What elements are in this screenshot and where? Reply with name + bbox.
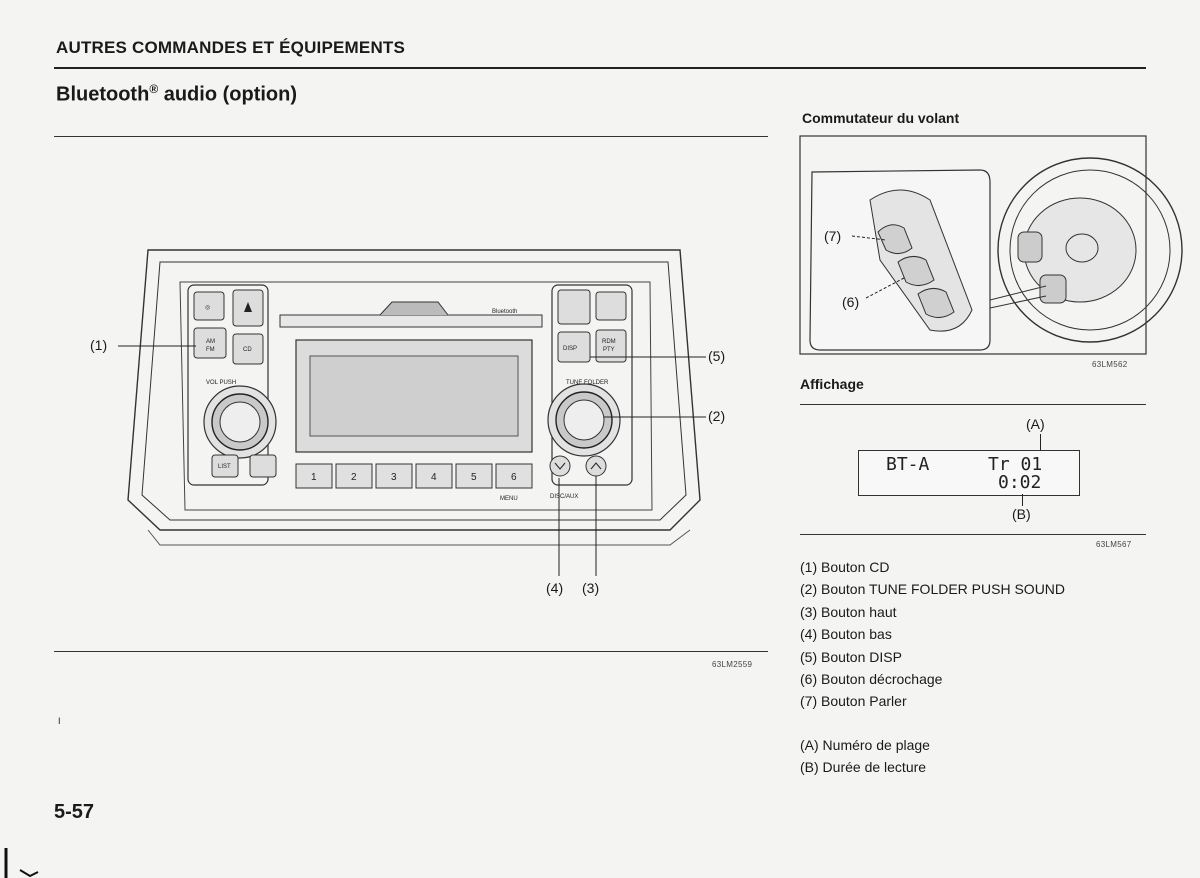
svg-text:2: 2	[351, 472, 357, 483]
svg-text:◎: ◎	[205, 305, 210, 311]
figure-code-main: 63LM2559	[712, 660, 753, 669]
callout-a-leader	[1040, 434, 1041, 452]
radio-unit-illustration: ◎ AM FM CD VOL PUSH LIST Bluetooth 1 2 3 …	[118, 249, 706, 576]
lcd-mode: BT-A	[886, 454, 930, 475]
page-title: Bluetooth® audio (option)	[56, 82, 297, 107]
title-main: Bluetooth	[56, 83, 150, 106]
callout-6: (6)	[842, 294, 860, 310]
legend-item: (3) Bouton haut	[800, 603, 897, 620]
callout-b-leader	[1022, 494, 1023, 506]
title-rest: audio (option)	[158, 83, 298, 106]
callout-7: (7)	[824, 228, 842, 244]
callout-4: (4)	[546, 580, 564, 596]
figure-code-display: 63LM567	[1096, 540, 1132, 549]
svg-text:4: 4	[431, 472, 437, 483]
figure-bottom-rule	[54, 651, 768, 652]
lcd-track: Tr 01	[988, 454, 1043, 475]
callout-5: (5)	[708, 348, 726, 364]
legend-item: (1) Bouton CD	[800, 559, 890, 575]
legend-list: (1) Bouton CD (2) Bouton TUNE FOLDER PUS…	[800, 556, 1065, 713]
callout-b: (B)	[1012, 506, 1031, 522]
header-rule	[54, 67, 1146, 69]
svg-text:RDM: RDM	[602, 339, 616, 345]
margin-mark: I	[58, 716, 61, 726]
legend-item: (B) Durée de lecture	[800, 759, 927, 776]
legend-item: (2) Bouton TUNE FOLDER PUSH SOUND	[800, 581, 1066, 598]
callout-3: (3)	[582, 580, 600, 596]
svg-text:TUNE FOLDER: TUNE FOLDER	[566, 380, 609, 386]
svg-text:AM: AM	[206, 339, 215, 345]
figure-code-steering: 63LM562	[1092, 360, 1128, 369]
lcd-time: 0:02	[998, 472, 1042, 493]
svg-text:DISP: DISP	[563, 346, 577, 352]
section-header: AUTRES COMMANDES ET ÉQUIPEMENTS	[56, 38, 406, 57]
svg-text:DISC/AUX: DISC/AUX	[550, 494, 578, 500]
legend-item: (A) Numéro de plage	[800, 737, 930, 753]
legend-item: (5) Bouton DISP	[800, 648, 902, 665]
svg-text:6: 6	[511, 472, 517, 483]
figure-top-rule	[54, 136, 768, 137]
svg-text:5: 5	[471, 472, 477, 483]
registered-mark: ®	[149, 82, 159, 96]
svg-text:1: 1	[311, 472, 317, 483]
legend-item: (6) Bouton décrochage	[800, 671, 943, 688]
svg-text:3: 3	[391, 472, 397, 483]
svg-text:PTY: PTY	[603, 347, 615, 353]
display-bottom-rule	[800, 534, 1146, 535]
callout-1: (1)	[90, 337, 108, 353]
display-subhead: Affichage	[800, 376, 864, 392]
callout-a: (A)	[1026, 416, 1045, 432]
legend-item: (7) Bouton Parler	[800, 693, 907, 710]
bluetooth-logo-label: Bluetooth	[492, 309, 517, 315]
lcd-display	[858, 450, 1080, 496]
legend-item: (4) Bouton bas	[800, 626, 892, 643]
page-number: 5-57	[54, 801, 95, 823]
steering-subhead: Commutateur du volant	[802, 110, 960, 126]
corner-fold-mark	[4, 848, 39, 878]
svg-text:LIST: LIST	[218, 464, 231, 470]
display-legend-list: (A) Numéro de plage (B) Durée de lecture	[800, 734, 930, 779]
svg-text:VOL PUSH: VOL PUSH	[206, 380, 236, 386]
svg-text:CD: CD	[243, 347, 252, 353]
preset-buttons: 1 2 3 4 5 6	[295, 463, 533, 489]
svg-text:FM: FM	[206, 347, 215, 353]
svg-text:MENU: MENU	[500, 496, 518, 502]
display-top-rule	[800, 404, 1146, 405]
callout-2: (2)	[708, 408, 726, 424]
